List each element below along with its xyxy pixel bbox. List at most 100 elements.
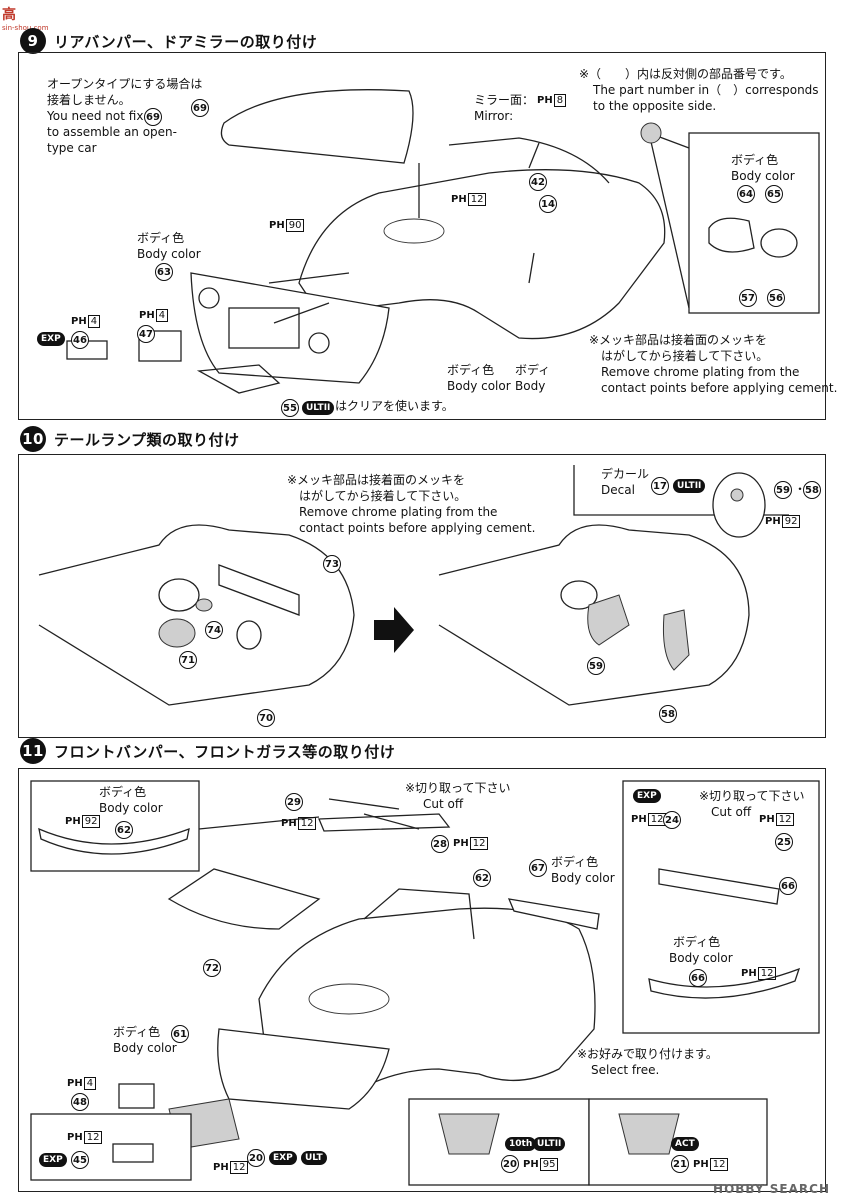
part-62: 62 [473,869,491,887]
part-47: 47 [137,325,155,343]
exp-badge: EXP [37,332,65,346]
part-20: 20 [247,1149,265,1167]
part-57: 57 [739,289,757,307]
ult2-badge-11: ULTII [533,1137,566,1151]
body-jp: ボディ [515,363,551,377]
step9-number: 9 [20,28,46,54]
part-21: 21 [671,1155,689,1173]
body-color-jp-11c: ボディ色 [113,1025,161,1039]
step11-title: フロントバンパー、フロントガラス等の取り付け [54,742,396,761]
part-73: 73 [323,555,341,573]
step9-panel: オープンタイプにする場合は 接着しません。 You need not fix 6… [18,52,837,420]
part-66-b: 66 [689,969,707,987]
open-note-jp-2: 接着しません。 [47,93,131,107]
chrome-note-3: Remove chrome plating from the [601,365,800,379]
part-58-inset: 58 [803,481,821,499]
body-color-en-11d: Body color [669,951,733,965]
part-58: 58 [659,705,677,723]
part-62-inset: 62 [115,821,133,839]
body-color-en-11b: Body color [551,871,615,885]
part-42: 42 [529,173,547,191]
body-color-en-b: Body color [447,379,511,393]
body-color-en-11a: Body color [99,801,163,815]
mirror-label: ミラー面： [474,93,535,107]
body-en: Body [515,379,546,393]
part-59: 59 [587,657,605,675]
step10-title: テールランプ類の取り付け [54,430,240,449]
body-color-jp-11b: ボディ色 [551,855,599,869]
watermark: HOBBY SEARCH [713,1182,830,1196]
chrome-note-4: contact points before applying cement. [601,381,838,395]
body-color-jp-b: ボディ色 [447,363,495,377]
part-28: 28 [431,835,449,853]
part-55: 55 [281,399,299,417]
part-66-a: 66 [779,877,797,895]
step9-title: リアバンパー、ドアミラーの取り付け [54,32,318,51]
ult2-badge-10: ULTII [673,479,706,493]
part-72: 72 [203,959,221,977]
tenth-badge: 10th [505,1137,537,1151]
part-25: 25 [775,833,793,851]
body-color-jp-c: ボディ色 [731,153,779,167]
open-note-jp-1: オープンタイプにする場合は [47,77,203,91]
chrome-note-10-1: ※メッキ部品は接着面のメッキを [287,473,466,487]
part-61: 61 [171,1025,189,1043]
exp-badge-inset: EXP [633,789,661,803]
body-color-jp-11a: ボディ色 [99,785,147,799]
part-69-inline: 69 [144,108,162,126]
step9-illustration [66,89,820,394]
chrome-note-10-3: Remove chrome plating from the [299,505,498,519]
cutoff-en-a: Cut off [423,797,464,811]
part-45: 45 [71,1151,89,1169]
part-17: 17 [651,477,669,495]
step11-illustration [30,780,820,1186]
step9-header: 9 リアバンパー、ドアミラーの取り付け [20,28,317,54]
step10-illustration [38,465,789,706]
clear-note: はクリアを使います。 [335,399,454,413]
decal-jp: デカール [601,467,650,481]
body-color-en-a: Body color [137,247,201,261]
mirror-en: Mirror: [474,109,514,123]
part-70: 70 [257,709,275,727]
cutoff-en-b: Cut off [711,805,752,819]
body-color-en-c: Body color [731,169,795,183]
exp-badge-11a: EXP [39,1153,67,1167]
part-65: 65 [765,185,783,203]
chrome-note-10-4: contact points before applying cement. [299,521,536,535]
ult2-badge: ULTII [302,401,335,415]
part-number-note-1: ※（ ）内は反対側の部品番号です。 [579,67,792,81]
body-color-en-11c: Body color [113,1041,177,1055]
act-badge: ACT [671,1137,699,1151]
part-number-note-2: The part number in（ ）corresponds [593,83,819,97]
ult-badge-11: ULT [301,1151,327,1165]
chrome-note-2: はがしてから接着して下さい。 [601,349,769,363]
part-74: 74 [205,621,223,639]
part-67: 67 [529,859,547,877]
part-number-note-3: to the opposite side. [593,99,717,113]
part-20-alt: 20 [501,1155,519,1173]
part-63: 63 [155,263,173,281]
step10-panel: ※メッキ部品は接着面のメッキを はがしてから接着して下さい。 Remove ch… [18,454,826,738]
body-color-jp-a: ボディ色 [137,231,185,245]
open-note-en-3: type car [47,141,97,155]
step11-number: 11 [20,738,46,764]
part-56: 56 [767,289,785,307]
